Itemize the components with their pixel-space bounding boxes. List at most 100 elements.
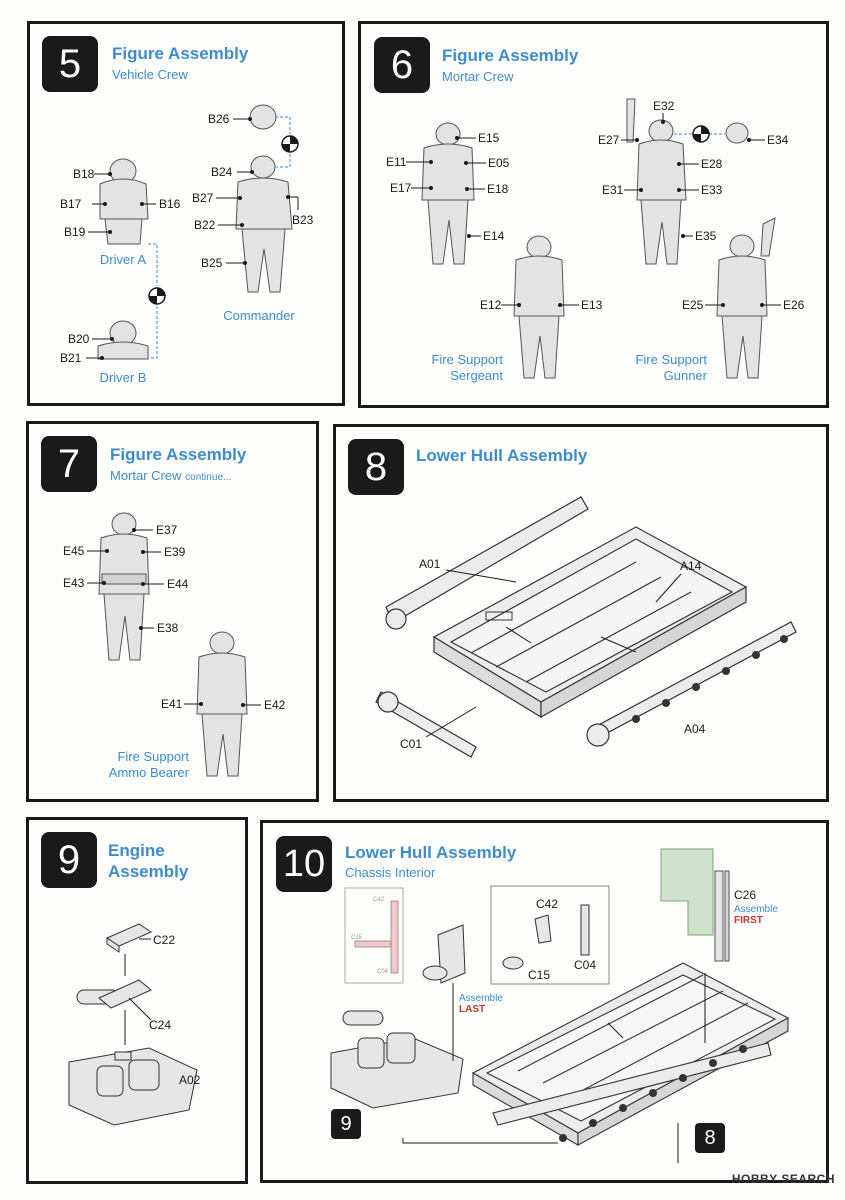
part-label: C24 xyxy=(149,1018,172,1032)
inset-label: C42 xyxy=(373,897,385,903)
part-label: B26 xyxy=(208,112,230,126)
last-text: LAST xyxy=(459,1004,486,1015)
part-label: E05 xyxy=(488,156,510,170)
chassis-interior-diagram xyxy=(330,848,790,1163)
part-label: E32 xyxy=(653,99,675,113)
part-label: E45 xyxy=(63,544,85,558)
step-subtitle: Mortar Crew xyxy=(442,69,514,84)
step-9-panel: 9 Engine Assembly C22 C24 A02 xyxy=(26,817,248,1184)
part-label: C26 xyxy=(734,888,757,902)
step-number: 6 xyxy=(374,37,430,93)
part-label: C42 xyxy=(536,897,559,911)
part-label: E15 xyxy=(478,131,500,145)
step-5-panel: 5 Figure Assembly Vehicle Crew xyxy=(27,21,345,406)
part-label: E37 xyxy=(156,523,178,537)
assemble-last-note: Assemble LAST xyxy=(459,993,503,1015)
figure-caption: Gunner xyxy=(663,368,707,383)
part-label: A14 xyxy=(680,559,702,573)
part-label: E11 xyxy=(386,155,407,169)
step-title: Figure Assembly xyxy=(112,44,249,63)
part-label: E18 xyxy=(487,182,509,196)
part-label: C22 xyxy=(153,933,176,947)
step-subtitle: Chassis Interior xyxy=(345,865,436,880)
watermark: HOBBY SEARCH xyxy=(731,1172,835,1186)
part-label: B20 xyxy=(68,332,90,346)
part-label: E25 xyxy=(682,298,704,312)
figure-caption: Fire Support xyxy=(635,352,707,367)
part-label: E42 xyxy=(264,698,286,712)
part-label: E13 xyxy=(581,298,603,312)
assemble-first-note: Assemble FIRST xyxy=(734,904,778,926)
figure-caption: Ammo Bearer xyxy=(108,765,189,780)
part-label: B23 xyxy=(292,213,314,227)
part-label: E34 xyxy=(767,133,789,147)
step-title: Lower Hull Assembly xyxy=(416,446,588,465)
part-label: E41 xyxy=(161,697,183,711)
part-label: A02 xyxy=(179,1073,201,1087)
mortar-crew-figures xyxy=(406,98,781,379)
ammo-bearer-figures xyxy=(87,512,261,777)
part-label: E28 xyxy=(701,157,723,171)
part-label: A01 xyxy=(419,557,441,571)
part-label: E43 xyxy=(63,576,85,590)
part-label: B22 xyxy=(194,218,216,232)
part-label: E17 xyxy=(390,181,412,195)
step-number: 8 xyxy=(348,439,404,495)
part-label: E26 xyxy=(783,298,805,312)
assemble-text: Assemble xyxy=(459,993,503,1004)
step-title-line1: Engine xyxy=(108,841,165,860)
engine-diagram xyxy=(68,923,198,1126)
part-label: E39 xyxy=(164,545,186,559)
part-label: E33 xyxy=(701,183,723,197)
figure-caption: Commander xyxy=(223,308,295,323)
part-label: E35 xyxy=(695,229,717,243)
part-label: E38 xyxy=(157,621,179,635)
part-label: C15 xyxy=(528,968,551,982)
figure-caption: Fire Support xyxy=(117,749,189,764)
part-label: B21 xyxy=(60,351,82,365)
step-number: 10 xyxy=(276,836,332,892)
step-number: 9 xyxy=(41,832,97,888)
step-title: Figure Assembly xyxy=(442,46,579,65)
step-10-panel: 10 Lower Hull Assembly Chassis Interior xyxy=(260,820,829,1183)
part-label: A04 xyxy=(684,722,706,736)
first-text: FIRST xyxy=(734,915,763,926)
inset-label: C04 xyxy=(377,969,389,975)
part-label: C04 xyxy=(574,958,597,972)
part-label: E12 xyxy=(480,298,502,312)
part-label: E31 xyxy=(602,183,624,197)
vehicle-crew-figures xyxy=(86,104,299,360)
part-label: B24 xyxy=(211,165,233,179)
part-label: B16 xyxy=(159,197,181,211)
part-label: E14 xyxy=(483,229,505,243)
part-label: E27 xyxy=(598,133,620,147)
figure-caption: Fire Support xyxy=(431,352,503,367)
part-label: B25 xyxy=(201,256,223,270)
step-number: 7 xyxy=(41,436,97,492)
inset-label: C15 xyxy=(351,935,363,941)
step-8-panel: 8 Lower Hull Assembly xyxy=(333,424,829,802)
step-title: Lower Hull Assembly xyxy=(345,843,517,862)
part-label: B27 xyxy=(192,191,214,205)
step-subtitle-continue: continue... xyxy=(185,472,232,483)
part-label: B17 xyxy=(60,197,82,211)
step-title: Figure Assembly xyxy=(110,445,247,464)
figure-caption: Driver A xyxy=(99,252,147,267)
step-number: 5 xyxy=(42,36,98,92)
step-subtitle: Mortar Crew continue... xyxy=(110,468,231,485)
figure-caption: Sergeant xyxy=(450,368,503,383)
step-title-line2: Assembly xyxy=(108,862,189,881)
step-ref-badge: 9 xyxy=(340,1113,352,1135)
step-subtitle-text: Mortar Crew xyxy=(110,468,182,483)
step-subtitle: Vehicle Crew xyxy=(112,67,188,82)
step-6-panel: 6 Figure Assembly Mortar Crew xyxy=(358,21,829,408)
part-label: E44 xyxy=(167,577,189,591)
step-ref-badge: 8 xyxy=(704,1127,716,1149)
lower-hull-diagram xyxy=(375,496,797,758)
figure-caption: Driver B xyxy=(99,370,147,385)
part-label: C01 xyxy=(400,737,423,751)
part-label: B19 xyxy=(64,225,86,239)
part-label: B18 xyxy=(73,167,95,181)
assemble-text: Assemble xyxy=(734,904,778,915)
step-7-panel: 7 Figure Assembly Mortar Crew continue..… xyxy=(26,421,319,802)
